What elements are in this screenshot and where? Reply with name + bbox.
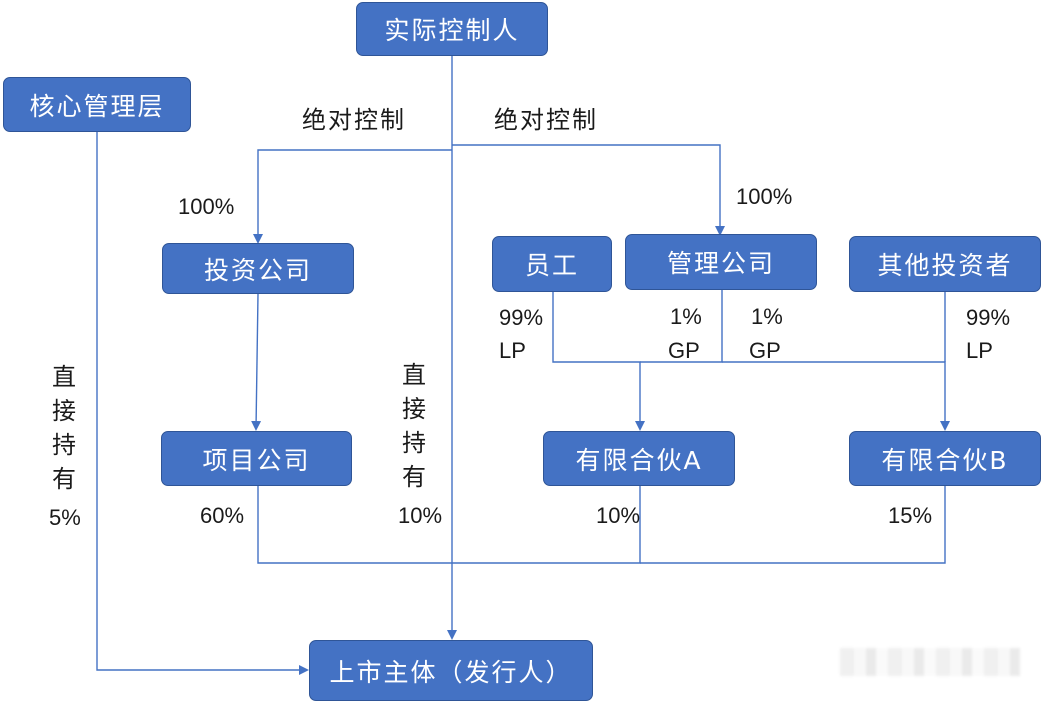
absolute-control-left-label: 绝对控制 [302, 106, 406, 134]
connector-controller-to-management [452, 144, 725, 236]
employee-pct-label: 99% [499, 305, 544, 330]
core-management-node: 核心管理层 [3, 77, 191, 132]
project-pct-label: 60% [200, 503, 245, 528]
connector-management-to-partnership-b [722, 361, 950, 431]
investment-company-node: 投资公司 [162, 243, 354, 294]
gp-b-type-label: GP [749, 338, 781, 363]
direct-hold-center-pct-label: 10% [398, 503, 443, 528]
other-investors-node: 其他投资者 [849, 236, 1041, 292]
investment-pct-label: 100% [178, 194, 235, 219]
partnership-b-node: 有限合伙B [849, 431, 1041, 486]
project-company-node: 项目公司 [161, 431, 352, 486]
absolute-control-right-label: 绝对控制 [494, 106, 598, 134]
employees-node: 员工 [492, 236, 612, 292]
connector-partnership-b-to-bus [640, 486, 946, 564]
connector-employees-to-partnership-a [552, 292, 645, 431]
connector-investment-to-project [251, 293, 262, 431]
management-company-node: 管理公司 [625, 234, 817, 290]
direct-hold-left-label: 直接持有 [52, 363, 76, 493]
listed-entity-node: 上市主体（发行人） [309, 640, 593, 701]
connector-controller-to-investment [253, 149, 452, 244]
management-pct-label: 100% [736, 184, 793, 209]
actual-controller-node: 实际控制人 [356, 2, 548, 56]
gp-a-type-label: GP [668, 338, 700, 363]
partnership-b-pct-label: 15% [888, 503, 933, 528]
direct-hold-center-label: 直接持有 [402, 361, 426, 491]
direct-hold-left-pct-label: 5% [49, 505, 81, 530]
blurred-watermark [840, 648, 1020, 676]
connector-core-to-listed [96, 132, 309, 675]
gp-a-pct-label: 1% [670, 304, 702, 329]
connector-project-to-bus [257, 486, 452, 564]
employee-type-label: LP [499, 338, 526, 363]
partnership-a-node: 有限合伙A [543, 431, 735, 486]
gp-b-pct-label: 1% [751, 304, 783, 329]
other-type-label: LP [966, 338, 993, 363]
other-pct-label: 99% [966, 305, 1011, 330]
partnership-a-pct-label: 10% [596, 503, 641, 528]
